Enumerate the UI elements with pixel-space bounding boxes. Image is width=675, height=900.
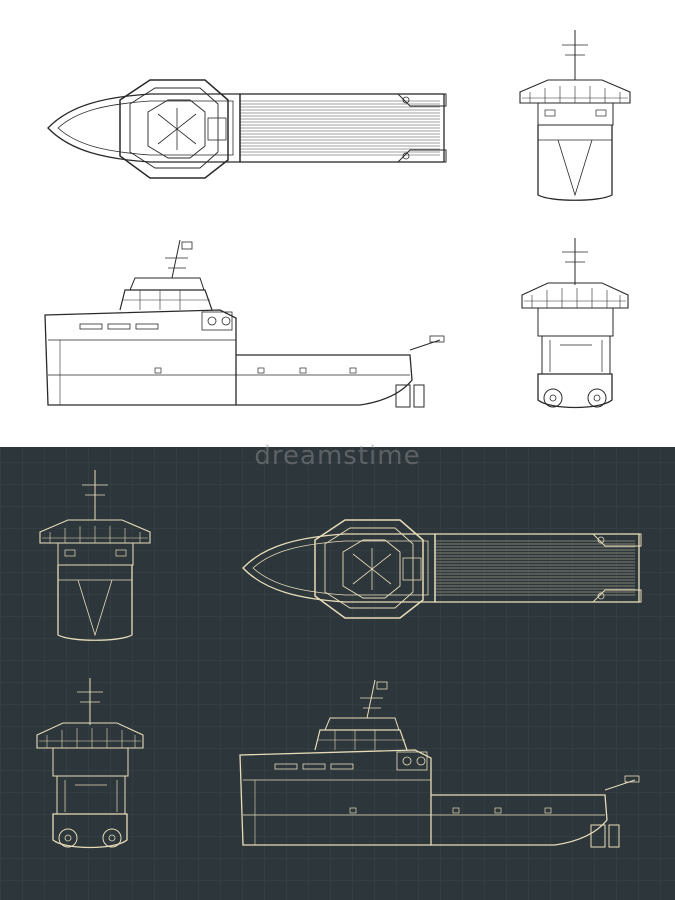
watermark-text: dreamstime [254, 441, 421, 471]
light-blueprint-sheet [0, 0, 675, 447]
dark-grid [0, 447, 675, 900]
light-stern-view [519, 29, 631, 201]
light-bow-view [521, 237, 629, 409]
light-top-view [47, 79, 447, 179]
light-side-view [44, 239, 445, 408]
